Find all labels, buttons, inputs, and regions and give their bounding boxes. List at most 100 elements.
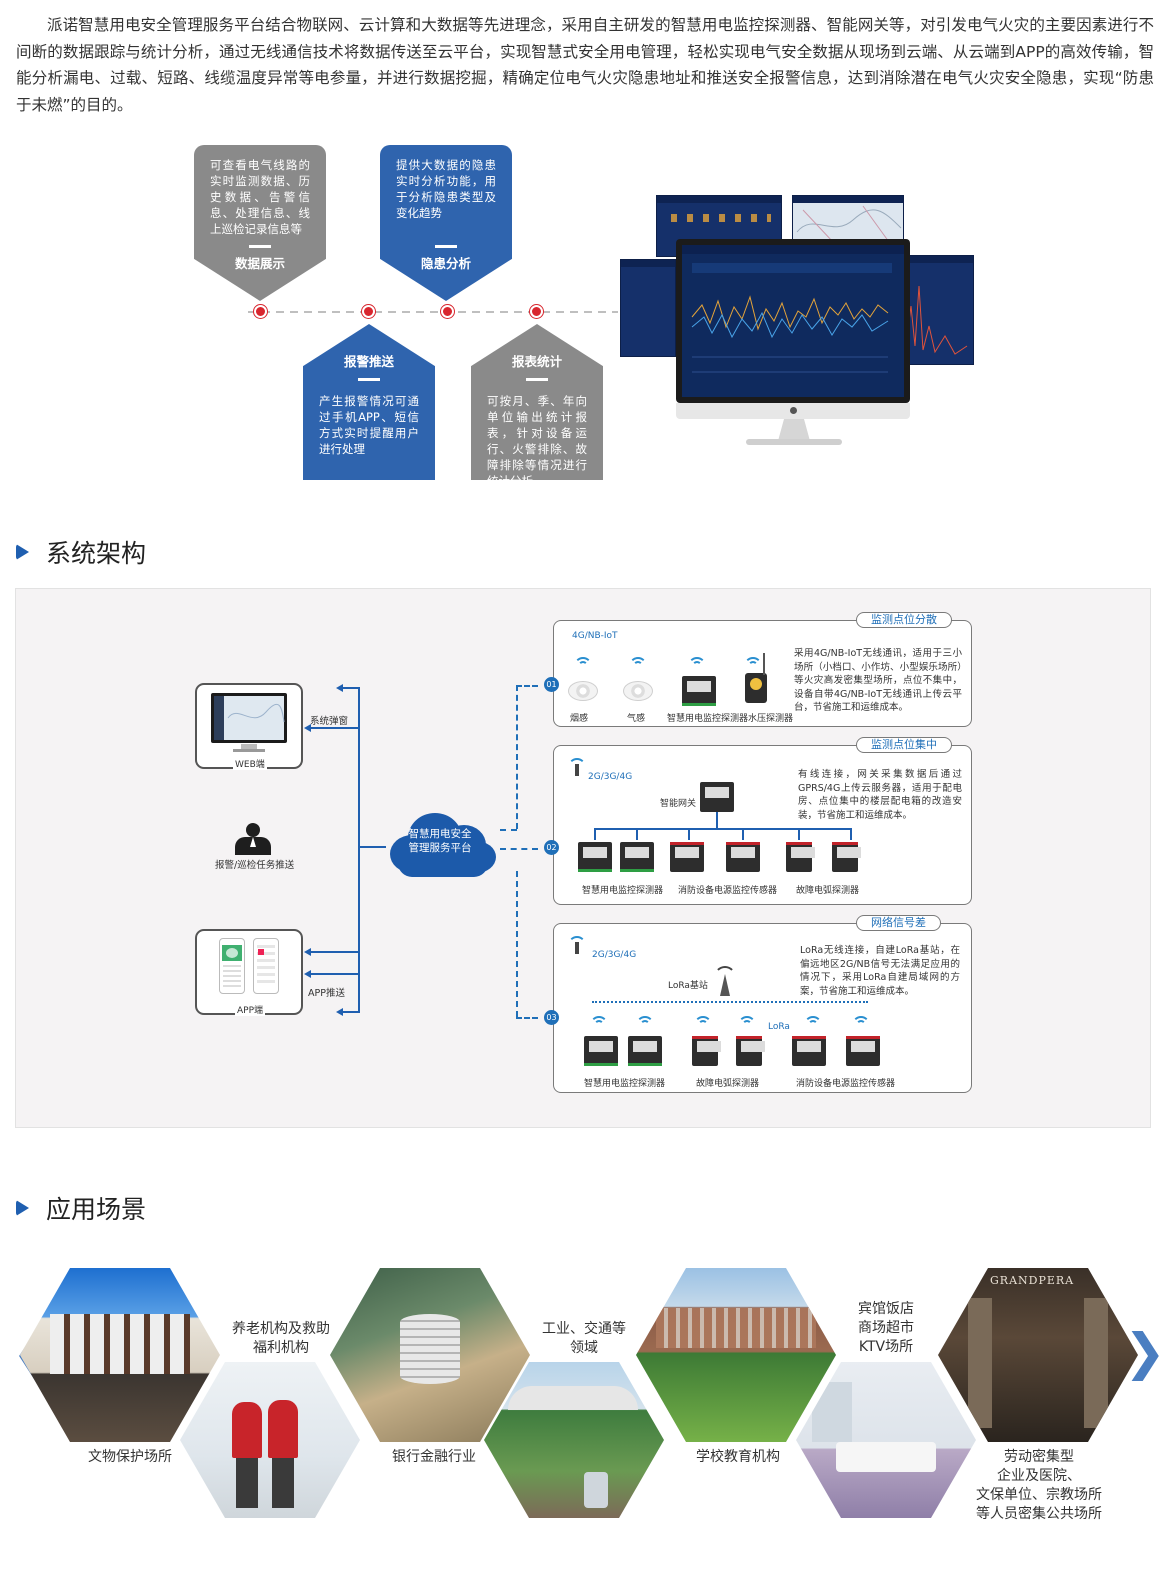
gateway-device-icon [700, 782, 734, 812]
panel-concentrated: 2G/3G/4G 智能网关 智慧用电监控探测器 消防设备电源监控传感器 故障电弧… [553, 745, 972, 905]
panel-tag: 监测点位集中 [856, 737, 952, 753]
power-monitor-device-icon [584, 1036, 618, 1066]
features-band: 可查看电气线路的实时监测数据、历史数据、告警信息、处理信息、线上巡检记录信息等 … [0, 140, 1170, 480]
scene-label: 学校教育机构 [696, 1449, 780, 1465]
dashed-connector [516, 871, 518, 1017]
connector-line [310, 973, 358, 975]
dashed-connector [500, 829, 517, 831]
scene-label: 养老机构及救助 福利机构 [232, 1320, 330, 1358]
web-client-box: WEB端 [195, 683, 303, 770]
device-label: 消防设备电源监控传感器 [678, 886, 778, 896]
scene-label-line: 宾馆饭店 [858, 1301, 914, 1317]
wifi-icon [629, 657, 647, 669]
platform-screens-illustration [618, 195, 978, 465]
timeline [248, 311, 618, 313]
signal-tower-icon [568, 936, 586, 954]
panel-tag: 监测点位分散 [856, 612, 952, 628]
cloud-title-line: 管理服务平台 [408, 842, 472, 854]
feature-report-stats: 报表统计 可按月、季、年向单位输出统计报表，针对设备运行、火警排除、故障排除等情… [471, 324, 603, 480]
cloud-title: 智慧用电安全 管理服务平台 [384, 827, 496, 855]
arc-fault-detector-icon [786, 842, 815, 872]
network-label: 2G/3G/4G [588, 772, 633, 782]
connector-line [310, 951, 358, 953]
scene-label-line: 领域 [570, 1340, 598, 1356]
device-label: 消防设备电源监控传感器 [796, 1079, 896, 1089]
signal-tower-icon [568, 758, 586, 776]
device-label: 智慧用电监控探测器 [582, 886, 664, 896]
connector-line [342, 687, 360, 689]
dashed-connector [516, 685, 538, 687]
wifi-icon [694, 1016, 712, 1028]
cloud-title-line: 智慧用电安全 [408, 828, 472, 840]
popup-label: 系统弹窗 [310, 716, 349, 727]
arrow-left-icon [336, 684, 343, 692]
wifi-icon [688, 657, 706, 669]
grandpera-sign: GRANDPERA [990, 1274, 1075, 1287]
monitor [676, 239, 910, 419]
phone-icon [253, 938, 279, 994]
device-label: 智慧用电监控探测器 [667, 714, 749, 724]
panel-description: 有线连接，网关采集数据后通过GPRS/4G上传云服务器，适用于配电房、点位集中的… [798, 769, 962, 821]
scene-label-line: 工业、交通等 [542, 1321, 626, 1337]
power-monitor-device-icon [682, 676, 716, 706]
intro-paragraph: 派诺智慧用电安全管理服务平台结合物联网、云计算和大数据等先进理念，采用自主研发的… [16, 16, 1154, 114]
fire-power-sensor-icon [726, 842, 760, 872]
divider [358, 378, 380, 381]
application-scenes: ❮ ❯ 文物保护场所 养老机构及救助 福利机构 银行金融行业 工业、交通等 领域… [0, 1252, 1170, 1552]
dashed-connector [516, 1017, 538, 1019]
monitor-chin [676, 403, 910, 419]
feature-title: 数据展示 [234, 256, 285, 271]
map-screen-panel [792, 195, 904, 245]
phone-icon [219, 938, 245, 994]
feature-text: 提供大数据的隐患实时分析功能，用于分析隐患类型及变化趋势 [396, 158, 496, 220]
connector-line [358, 846, 386, 848]
connector-line [342, 1011, 360, 1013]
section-title-text: 应用场景 [46, 1195, 147, 1224]
power-monitor-device-icon [620, 842, 654, 872]
scene-image-transport [484, 1362, 664, 1518]
feature-title: 报表统计 [511, 354, 562, 369]
connector-line [358, 687, 360, 1013]
section-title-text: 系统架构 [46, 539, 147, 568]
scene-label: 银行金融行业 [392, 1449, 476, 1465]
section-marker-icon [16, 544, 29, 560]
device-label: 故障电弧探测器 [796, 886, 860, 896]
app-label: APP端 [235, 1003, 266, 1016]
user-icon [235, 823, 271, 855]
smoke-detector-icon [568, 681, 598, 701]
arrow-left-icon [304, 948, 311, 956]
scene-image-public-place: GRANDPERA [938, 1268, 1138, 1442]
arc-fault-detector-icon [692, 1036, 721, 1066]
connector-line [310, 727, 358, 729]
scene-label-line: 企业及医院、 [997, 1468, 1081, 1484]
section-title-scenes: 应用场景 [16, 1190, 146, 1226]
fire-power-sensor-icon [846, 1036, 880, 1066]
timeline-dot [441, 305, 454, 318]
power-monitor-device-icon [628, 1036, 662, 1066]
scene-label: 劳动密集型 企业及医院、 文保单位、宗教场所 等人员密集公共场所 [976, 1448, 1102, 1524]
scene-label-line: 商场超市 [858, 1320, 914, 1336]
app-client-box: APP端 [195, 929, 303, 1016]
dashed-connector [500, 848, 538, 850]
wifi-icon [744, 657, 762, 669]
arc-fault-detector-icon [832, 842, 861, 872]
screen-panel [900, 255, 974, 365]
lora-base-label: LoRa基站 [668, 981, 708, 991]
monitor-base [746, 439, 842, 445]
arrow-left-icon [304, 724, 311, 732]
device-label: 故障电弧探测器 [696, 1079, 760, 1089]
timeline-dot [362, 305, 375, 318]
alarm-push-label: 报警/巡检任务推送 [215, 860, 295, 871]
scene-image-hotel [796, 1362, 976, 1518]
device-label: 水压探测器 [748, 714, 794, 724]
device-label: 智慧用电监控探测器 [584, 1079, 666, 1089]
divider [435, 245, 457, 248]
fire-power-sensor-icon [670, 842, 704, 872]
wifi-icon [852, 1016, 870, 1028]
step-badge: 01 [544, 677, 559, 692]
scene-label-line: 等人员密集公共场所 [976, 1506, 1102, 1522]
panel-description: 采用4G/NB-IoT无线通讯，适用于三小场所（小档口、小作坊、小型娱乐场所）等… [794, 648, 962, 713]
network-label: 4G/NB-IoT [572, 631, 618, 641]
section-marker-icon [16, 1200, 29, 1216]
screen-panel [620, 259, 676, 357]
